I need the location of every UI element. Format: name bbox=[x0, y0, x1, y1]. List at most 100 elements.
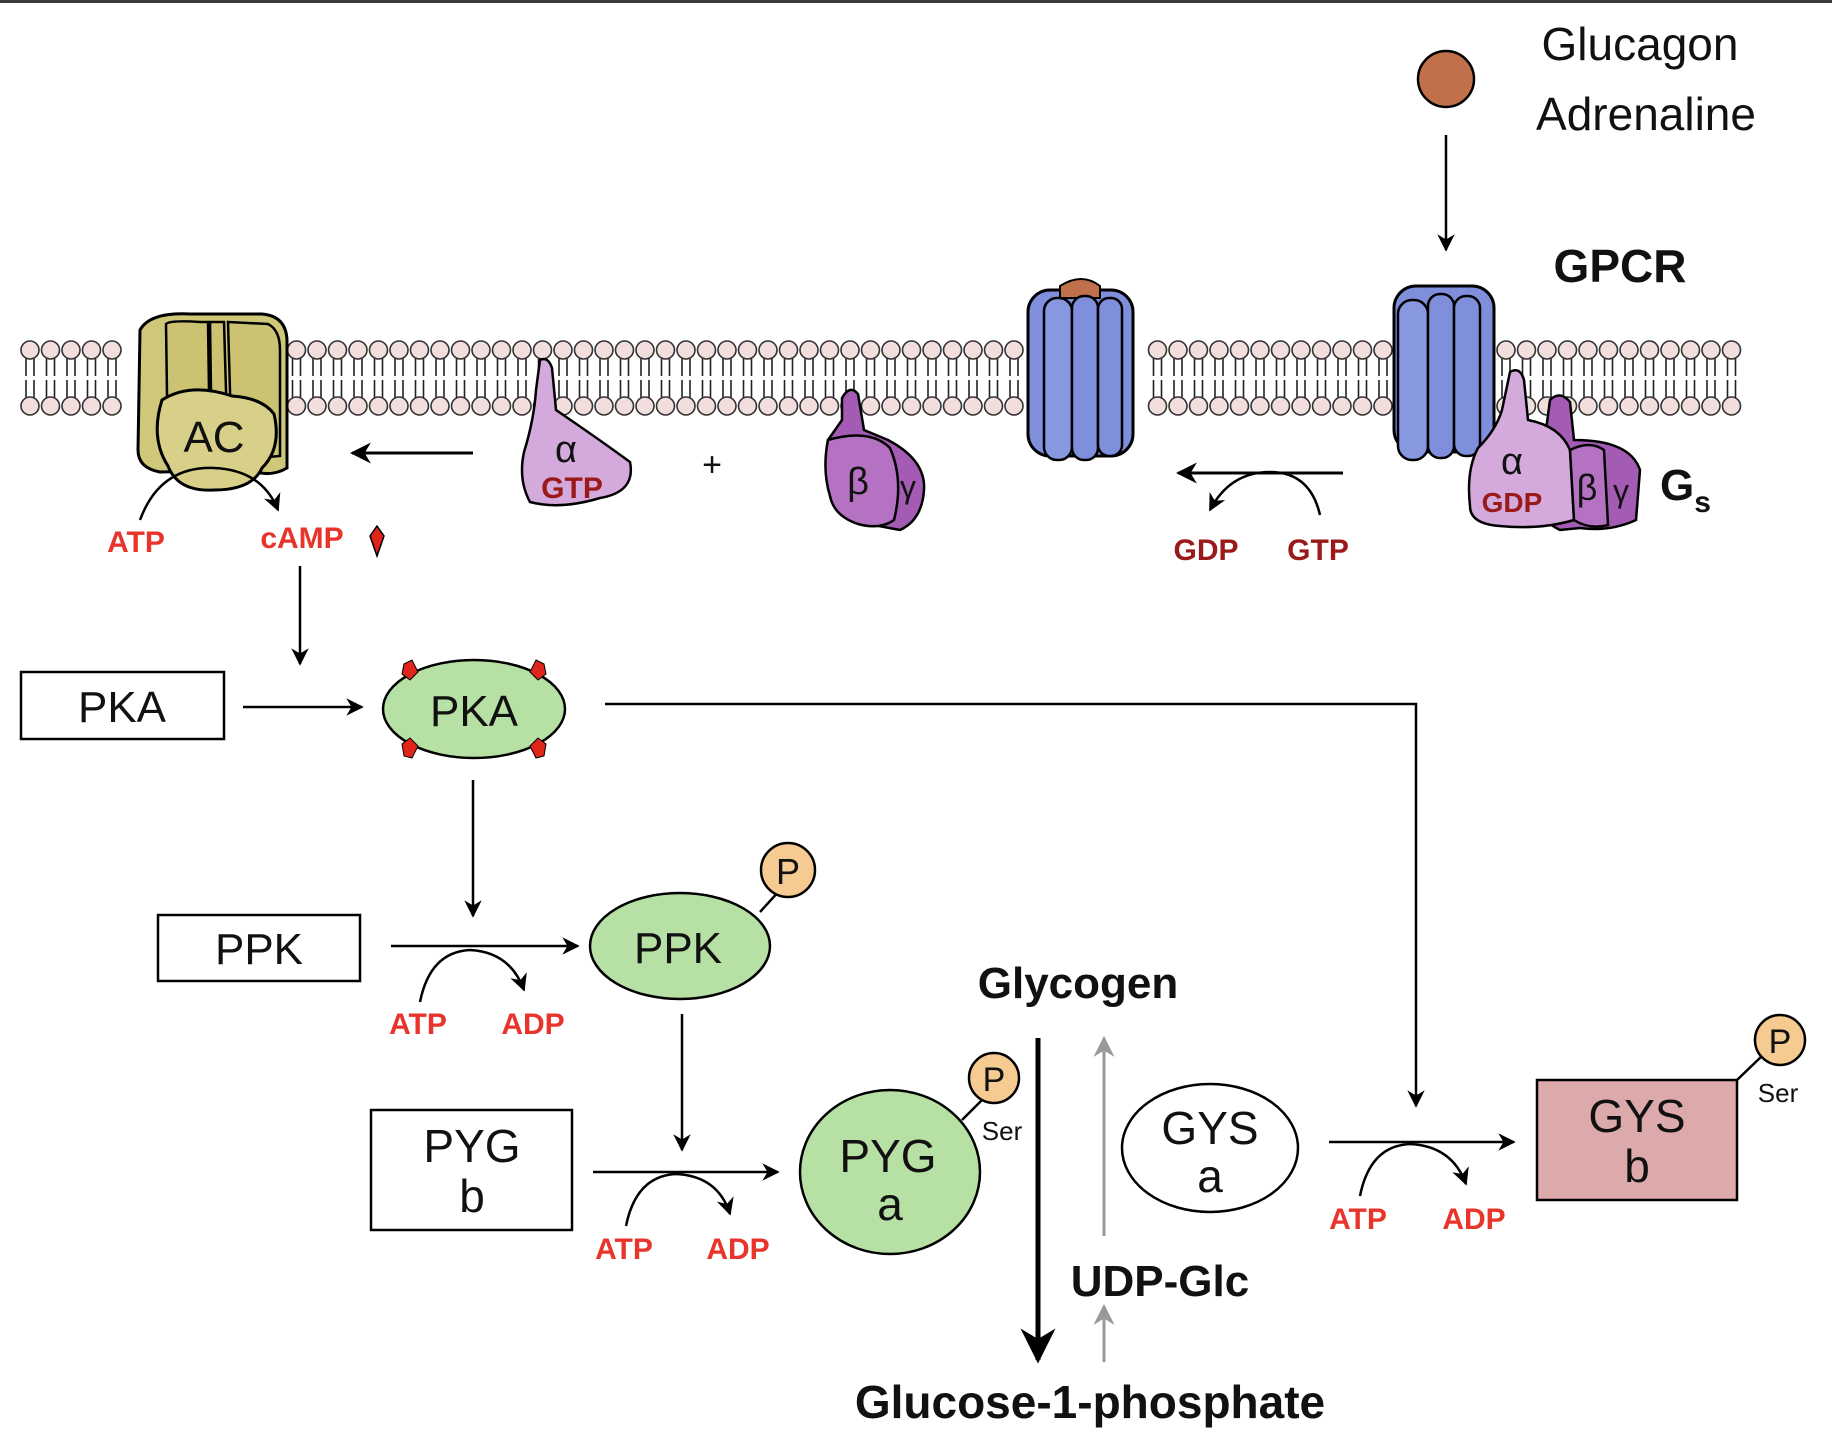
ac-reaction-arc bbox=[138, 466, 281, 521]
lipid-head bbox=[1496, 340, 1516, 360]
lipid-head bbox=[819, 340, 840, 360]
ppk-inactive-box[interactable] bbox=[156, 913, 362, 983]
lipid-head bbox=[368, 340, 389, 360]
lipid-head bbox=[983, 396, 1004, 416]
lipid-head bbox=[1332, 340, 1352, 360]
lipid-head bbox=[491, 396, 512, 416]
gpcr-bound[interactable] bbox=[1026, 278, 1135, 462]
lipid-head bbox=[286, 340, 307, 360]
gs-gamma-symbol: γ bbox=[1613, 473, 1629, 509]
gys-a[interactable]: GYS a bbox=[1120, 1082, 1300, 1214]
lipid-head bbox=[922, 340, 942, 360]
lipid-head bbox=[471, 340, 491, 360]
lipid-head bbox=[614, 340, 635, 360]
camp-bound-icon bbox=[529, 737, 547, 759]
ac-atp-label: ATP bbox=[107, 526, 165, 559]
lipid-head bbox=[327, 340, 348, 360]
gs-heterotrimer[interactable]: α GDP β γ bbox=[1467, 369, 1642, 532]
gys-b[interactable]: GYS b P Ser bbox=[1535, 1013, 1807, 1202]
pyg-phospho-label: P bbox=[983, 1061, 1006, 1099]
gs-alpha-symbol: α bbox=[1501, 441, 1523, 483]
lipid-head bbox=[286, 396, 307, 416]
lipid-head bbox=[1311, 340, 1332, 360]
lipid-head bbox=[450, 396, 471, 416]
pyg-atp-arc bbox=[624, 1172, 734, 1227]
lipid-head bbox=[1311, 396, 1332, 416]
lipid-head bbox=[901, 396, 922, 416]
lipid-head bbox=[963, 396, 983, 416]
gys-b-label-line1: GYS bbox=[1588, 1090, 1685, 1142]
lipid-head bbox=[40, 340, 61, 360]
plus-sign: + bbox=[702, 446, 722, 484]
lipid-head bbox=[1168, 396, 1188, 416]
pyg-a-label-line2: a bbox=[877, 1178, 903, 1230]
lipid-head bbox=[1619, 396, 1639, 416]
lipid-head bbox=[1147, 396, 1168, 416]
g-beta-gamma[interactable]: β γ bbox=[824, 388, 926, 532]
glycogen-label: Glycogen bbox=[978, 959, 1179, 1008]
adenylyl-cyclase[interactable]: AC bbox=[136, 312, 289, 492]
lipid-head bbox=[491, 340, 512, 360]
lipid-head bbox=[573, 340, 594, 360]
lipid-head bbox=[512, 340, 532, 360]
pka-active[interactable]: PKA bbox=[381, 658, 567, 760]
camp-marker-icon bbox=[369, 524, 385, 559]
lipid-head bbox=[737, 396, 758, 416]
lipid-head bbox=[430, 340, 450, 360]
lipid-head bbox=[1188, 340, 1209, 360]
pka-active-label: PKA bbox=[430, 687, 519, 736]
lipid-head bbox=[1147, 340, 1168, 360]
lipid-head bbox=[1332, 396, 1352, 416]
pyg-a[interactable]: PYG a P Ser bbox=[798, 1051, 1023, 1256]
lipid-head bbox=[799, 340, 819, 360]
lipid-head bbox=[1373, 340, 1393, 360]
ppk-active[interactable]: PPK P bbox=[588, 841, 817, 1001]
lipid-head bbox=[1619, 340, 1639, 360]
lipid-head bbox=[348, 340, 368, 360]
lipid-head bbox=[983, 340, 1004, 360]
lipid-head bbox=[696, 396, 717, 416]
g1p-label: Glucose-1-phosphate bbox=[855, 1376, 1325, 1428]
lipid-head bbox=[901, 340, 922, 360]
lipid-head bbox=[594, 340, 614, 360]
g-alpha-gtp[interactable]: α GTP bbox=[520, 357, 633, 507]
beta-symbol: β bbox=[847, 461, 869, 503]
ppk-adp-label: ADP bbox=[501, 1008, 564, 1041]
top-border bbox=[0, 0, 1832, 3]
ppk-phospho-icon bbox=[759, 841, 817, 899]
lipid-head bbox=[676, 340, 696, 360]
g-alpha-gtp-label: GTP bbox=[541, 472, 603, 505]
lipid-head bbox=[368, 396, 389, 416]
lipid-head bbox=[819, 396, 840, 416]
lipid-head bbox=[81, 396, 102, 416]
pka-inactive-box[interactable] bbox=[19, 670, 226, 741]
gs-beta-symbol: β bbox=[1577, 467, 1598, 508]
camp-bound-icon bbox=[401, 659, 419, 681]
exchange-gdp-label: GDP bbox=[1173, 534, 1238, 567]
ligand-label-adrenaline: Adrenaline bbox=[1536, 88, 1756, 140]
lipid-head bbox=[471, 396, 491, 416]
lipid-head bbox=[1270, 340, 1291, 360]
lipid-head bbox=[1721, 396, 1742, 416]
lipid-head bbox=[1291, 396, 1311, 416]
lipid-head bbox=[594, 396, 614, 416]
lipid-head bbox=[1209, 396, 1229, 416]
lipid-head bbox=[307, 396, 327, 416]
lipid-head bbox=[1701, 396, 1721, 416]
lipid-head bbox=[1557, 340, 1578, 360]
pyg-b-box[interactable] bbox=[369, 1108, 574, 1232]
gpcr-unbound[interactable] bbox=[1392, 284, 1496, 462]
pyg-b-label-line2: b bbox=[459, 1170, 485, 1222]
lipid-head bbox=[512, 396, 532, 416]
lipid-head bbox=[348, 396, 368, 416]
lipid-head bbox=[20, 396, 40, 416]
lipid-head bbox=[61, 340, 81, 360]
lipid-head bbox=[1578, 396, 1598, 416]
lipid-head bbox=[389, 340, 409, 360]
ligand-icon bbox=[1416, 49, 1476, 109]
lipid-head bbox=[1680, 340, 1701, 360]
lipid-head bbox=[1168, 340, 1188, 360]
gs-alpha-gdp-label: GDP bbox=[1482, 487, 1543, 518]
ac-label: AC bbox=[183, 413, 244, 462]
